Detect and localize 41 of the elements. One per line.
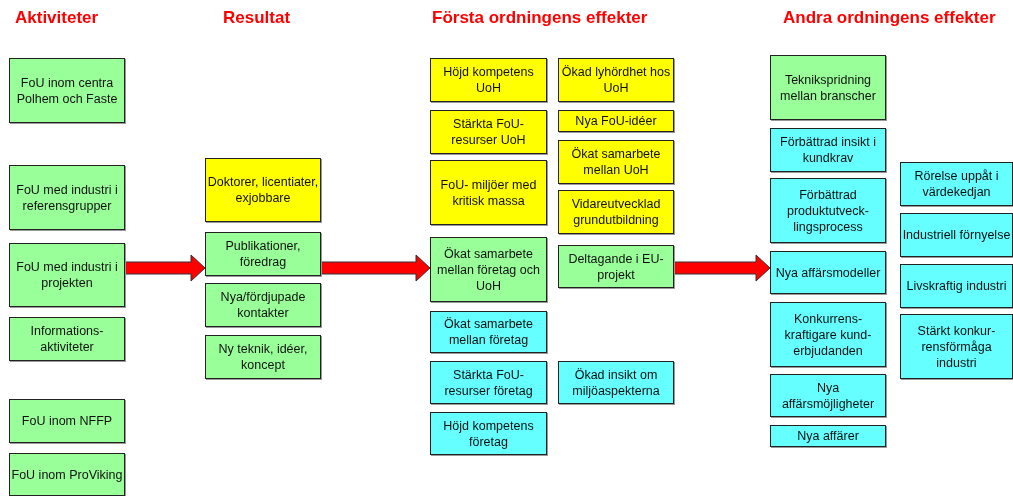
process-box: Ökat samarbete mellan UoH xyxy=(558,140,674,184)
process-box: Nya affärer xyxy=(770,425,886,447)
process-box: Rörelse uppåt i värdekedjan xyxy=(900,162,1013,206)
column-heading: Resultat xyxy=(223,8,291,28)
process-box: Höjd kompetens UoH xyxy=(430,58,547,102)
process-box: Informations- aktiviteter xyxy=(9,317,125,361)
process-box: Nya FoU-idéer xyxy=(558,110,674,132)
column-heading: Aktiviteter xyxy=(15,8,99,28)
process-box: Ökad lyhördhet hos UoH xyxy=(558,58,674,102)
process-box: Nya affärsmöjligheter xyxy=(770,374,886,417)
process-box: Förbättrad produktutveck- lingsprocess xyxy=(770,178,886,243)
process-box: Stärkt konkur- rensförmåga industri xyxy=(900,314,1013,379)
process-box: FoU med industri i referensgrupper xyxy=(9,165,125,230)
process-box: FoU inom ProViking xyxy=(9,453,125,496)
process-box: Stärkta FoU- resurser UoH xyxy=(430,110,547,154)
process-box: Ökat samarbete mellan företag xyxy=(430,311,547,353)
process-box: Nya/fördjupade kontakter xyxy=(205,283,321,327)
process-box: Livskraftig industri xyxy=(900,264,1013,308)
block-arrow xyxy=(320,254,431,282)
column-heading: Första ordningens effekter xyxy=(432,8,648,28)
process-box: Deltagande i EU-projekt xyxy=(558,245,674,288)
process-box: Höjd kompetens företag xyxy=(430,412,547,455)
process-box: Konkurrens- kraftigare kund- erbjudanden xyxy=(770,302,886,367)
process-box: Teknikspridning mellan branscher xyxy=(770,55,886,120)
process-box: Industriell förnyelse xyxy=(900,213,1013,257)
process-box: FoU med industri i projekten xyxy=(9,243,125,307)
process-box: Ökat samarbete mellan företag och UoH xyxy=(430,237,547,302)
process-box: Nya affärsmodeller xyxy=(770,251,886,294)
process-box: Doktorer, licentiater, exjobbare xyxy=(205,158,321,222)
process-box: FoU- miljöer med kritisk massa xyxy=(430,160,547,225)
process-box: FoU inom NFFP xyxy=(9,399,125,443)
process-box: Förbättrad insikt i kundkrav xyxy=(770,128,886,172)
process-box: Ökad insikt om miljöaspekterna xyxy=(558,361,674,404)
process-box: Publikationer, föredrag xyxy=(205,232,321,276)
process-box: Vidareutvecklad grundutbildning xyxy=(558,190,674,234)
process-box: FoU inom centra Polhem och Faste xyxy=(9,58,125,123)
block-arrow xyxy=(124,254,206,282)
column-heading: Andra ordningens effekter xyxy=(783,8,996,28)
process-box: Stärkta FoU- resurser företag xyxy=(430,361,547,404)
process-box: Ny teknik, idéer, koncept xyxy=(205,335,321,379)
block-arrow xyxy=(673,254,771,282)
